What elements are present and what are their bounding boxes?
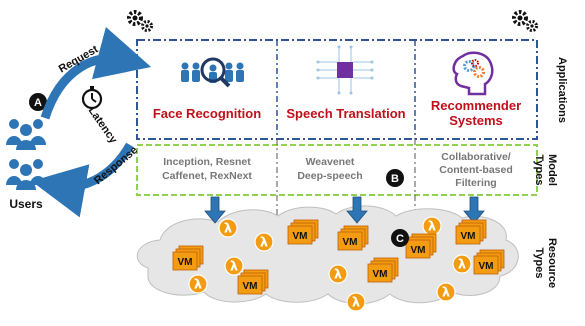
vm-label: VM <box>243 281 258 292</box>
lambda-glyph: λ <box>334 268 342 283</box>
chip-circuit-icon <box>316 45 374 95</box>
vm-instance: VM <box>287 219 319 245</box>
badge-c: C <box>391 229 409 247</box>
model-types-box <box>136 144 538 196</box>
resource-types-axis-label: ResourceTypes <box>533 238 558 288</box>
users-label: Users <box>9 197 43 211</box>
lambda-icon: λ <box>254 232 274 252</box>
vm-instance: VM <box>405 233 437 259</box>
lambda-glyph: λ <box>442 286 450 301</box>
lambda-icon: λ <box>346 292 366 312</box>
timer-icon <box>81 86 103 110</box>
lambda-icon: λ <box>436 282 456 302</box>
svg-text:B: B <box>391 173 399 185</box>
vm-label: VM <box>178 257 193 268</box>
down-arrow <box>346 196 368 224</box>
down-arrow <box>463 196 485 224</box>
vm-label: VM <box>411 245 426 256</box>
lambda-icon: λ <box>188 274 208 294</box>
lambda-icon: λ <box>328 264 348 284</box>
applications-axis-label: Applications <box>556 57 568 123</box>
vm-label: VM <box>461 231 476 242</box>
vm-label: VM <box>479 261 494 272</box>
svg-text:A: A <box>34 97 42 109</box>
svg-text:C: C <box>396 233 404 245</box>
gear-icon <box>127 10 153 32</box>
applications-box <box>136 39 538 140</box>
vm-label: VM <box>343 237 358 248</box>
lambda-icon: λ <box>422 216 442 236</box>
gear-icon <box>512 10 538 32</box>
people-search-icon <box>181 57 244 88</box>
vm-instance: VM <box>473 249 505 275</box>
vm-instance: VM <box>455 219 487 245</box>
vm-label: VM <box>373 269 388 280</box>
vm-instance: VM <box>237 269 269 295</box>
vm-instance: VM <box>367 257 399 283</box>
vm-instance: VM <box>337 225 369 251</box>
lambda-icon: λ <box>452 254 472 274</box>
lambda-glyph: λ <box>428 220 436 235</box>
response-label: Response <box>92 144 140 187</box>
lambda-icon: λ <box>224 256 244 276</box>
lambda-glyph: λ <box>224 222 232 237</box>
users-icon <box>6 119 46 190</box>
lambda-glyph: λ <box>230 260 238 275</box>
lambda-icon: λ <box>218 218 238 238</box>
lambda-glyph: λ <box>260 236 268 251</box>
latency-label: Latency <box>86 105 120 147</box>
down-arrow <box>204 196 226 224</box>
head-gears-icon <box>452 51 494 96</box>
badge-a: A <box>29 93 47 111</box>
request-arrow <box>40 26 152 120</box>
lambda-glyph: λ <box>194 278 202 293</box>
lambda-glyph: λ <box>352 296 360 311</box>
response-arrow <box>31 142 134 218</box>
vm-instance: VM <box>172 245 204 271</box>
face-recognition-title: Face Recognition <box>153 106 261 121</box>
model-types-axis-label: ModelTypes <box>533 154 558 186</box>
vm-label: VM <box>293 231 308 242</box>
badge-b: B <box>386 169 404 187</box>
speech-translation-title: Speech Translation <box>286 106 405 121</box>
lambda-glyph: λ <box>458 258 466 273</box>
